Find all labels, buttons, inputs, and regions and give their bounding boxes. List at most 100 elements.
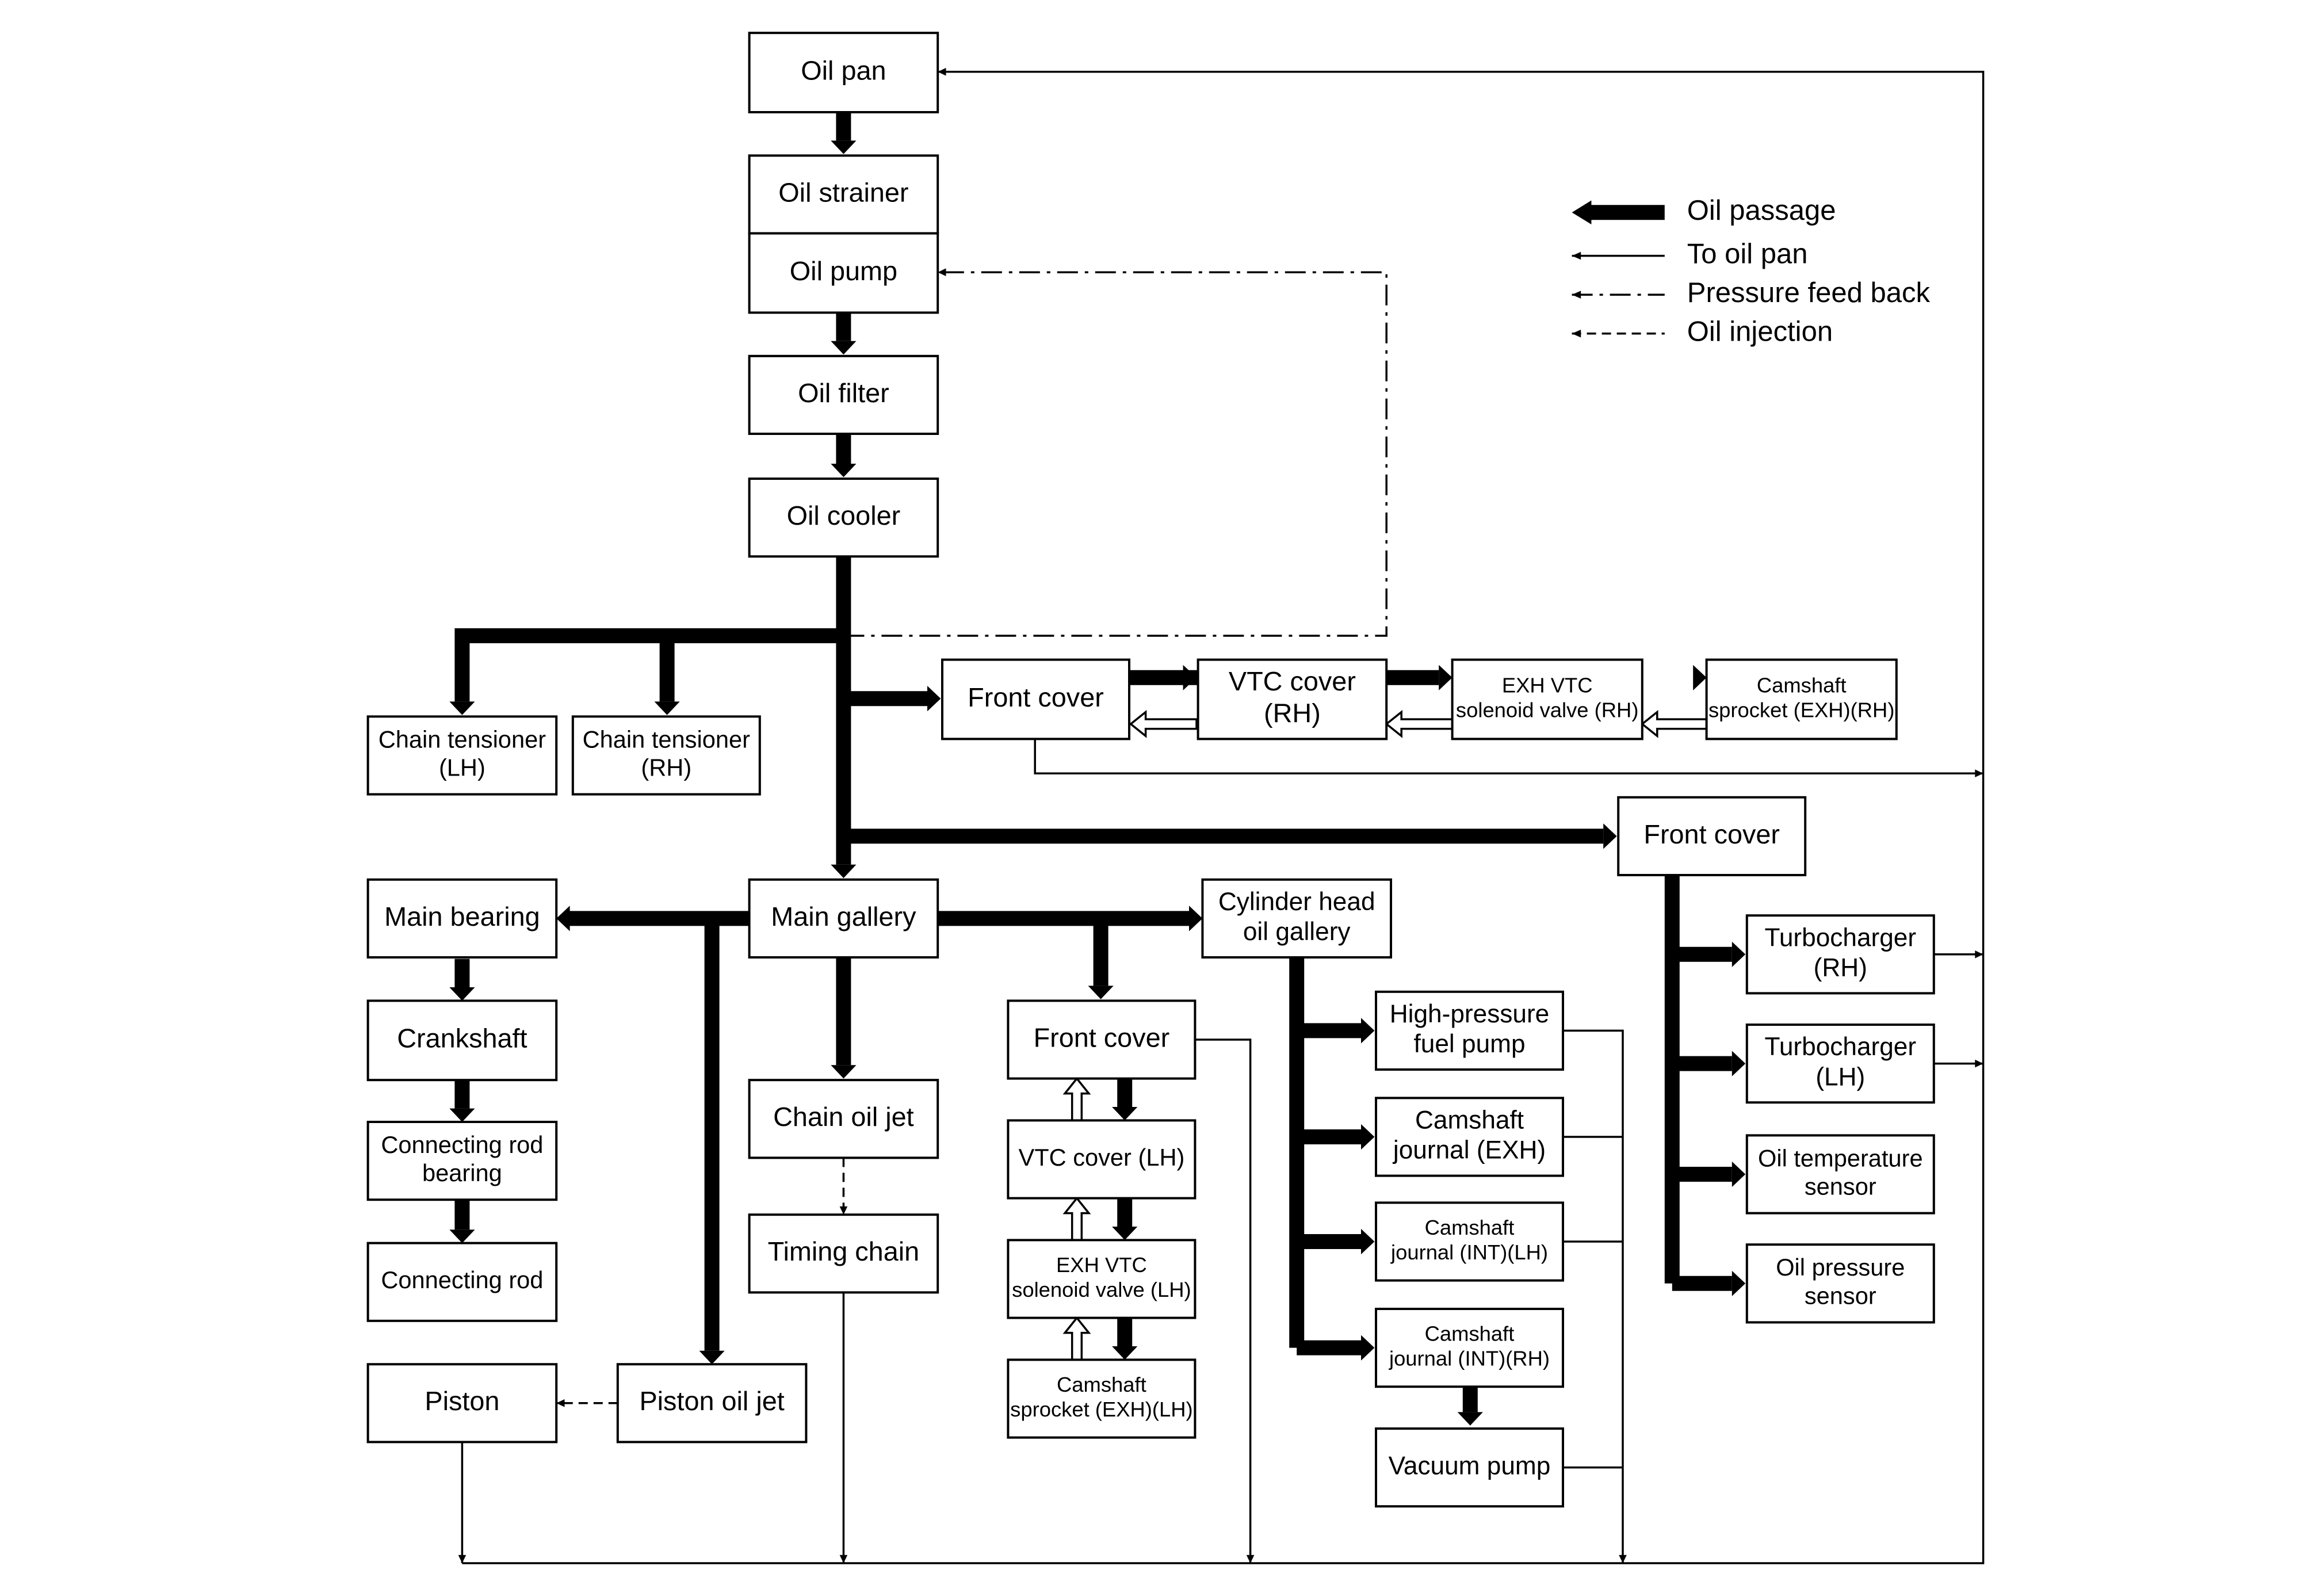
vtc-cover-lh-box-border: [1007, 1119, 1197, 1200]
return-flow-arrow: [1062, 1076, 1091, 1122]
box-label: Connecting rod: [381, 1131, 543, 1158]
box-label: (LH): [1815, 1063, 1865, 1091]
piston-oil-jet-box-border: [616, 1363, 808, 1444]
oil-temperature-sensor-box-border: [1745, 1134, 1935, 1215]
camshaft-sprocket-exh-lh-box-border: [1007, 1358, 1197, 1439]
piston-oil-jet-box: Piston oil jet: [616, 1363, 808, 1444]
turbocharger-lh-box-border: [1745, 1024, 1935, 1104]
oil-passage-arrowhead: [831, 341, 857, 355]
connecting-rod-bearing-box-border: [366, 1121, 558, 1201]
oil-passage-arrowhead: [927, 686, 941, 712]
box-label: journal (INT)(RH): [1389, 1347, 1550, 1370]
box-label: Camshaft: [1415, 1106, 1524, 1135]
oil-passage-arrowhead: [556, 906, 570, 931]
timing-chain-box: Timing chain: [748, 1213, 939, 1294]
piston-box-border: [366, 1363, 558, 1444]
box-label: (RH): [1264, 698, 1321, 728]
front-cover-lh-path-box: Front cover: [1007, 999, 1197, 1080]
oil-passage-arrowhead: [1457, 1412, 1483, 1426]
main-bearing-box: Main bearing: [366, 878, 558, 959]
oil-passage-arrowhead: [1112, 1346, 1138, 1360]
box-label: Camshaft: [1757, 674, 1847, 697]
oil-passage-arrowhead: [1112, 1227, 1138, 1240]
chain-oil-jet-box-border: [748, 1079, 939, 1159]
box-label: Front cover: [968, 682, 1104, 712]
legend-oil-passage-label: Oil passage: [1687, 195, 1836, 226]
crankshaft-box: Crankshaft: [366, 999, 558, 1082]
box-label: Turbocharger: [1764, 1033, 1916, 1061]
box-label: Oil cooler: [787, 501, 901, 530]
box-label: fuel pump: [1413, 1030, 1525, 1058]
oil-pump-box-border: [748, 232, 939, 314]
chain-tensioner-rh-box-border: [571, 715, 761, 796]
arrowhead: [839, 1206, 848, 1215]
oil-passage-arrowhead: [1731, 941, 1746, 967]
oil-passage-arrowhead: [831, 140, 857, 154]
connecting-rod-box-border: [366, 1242, 558, 1322]
chain-tensioner-lh-box: Chain tensioner(LH): [366, 715, 558, 796]
oil-passage-arrowhead: [831, 864, 857, 879]
box-label: Main gallery: [771, 902, 916, 931]
arrowhead: [1619, 1555, 1627, 1563]
box-label: Chain tensioner: [379, 726, 546, 753]
front-cover-rh-path-box: Front cover: [941, 658, 1130, 740]
turbocharger-rh-box: Turbocharger(RH): [1745, 914, 1935, 995]
box-label: Piston: [425, 1386, 499, 1416]
box-label: Chain oil jet: [773, 1102, 914, 1132]
chain-tensioner-lh-box-border: [366, 715, 558, 796]
cylinder-head-oil-gallery-box-border: [1201, 878, 1392, 959]
connecting-rod-box: Connecting rod: [366, 1242, 558, 1322]
pressure-feedback-line: [843, 271, 1387, 637]
arrowhead: [938, 268, 946, 276]
arrowhead: [458, 1555, 467, 1563]
vacuum-pump-box-border: [1375, 1427, 1564, 1508]
to-oil-pan-line: [1034, 739, 1983, 774]
exh-vtc-solenoid-rh-box-border: [1451, 658, 1643, 740]
return-flow-arrow: [1062, 1196, 1091, 1242]
oil-cooler-box-border: [748, 478, 939, 558]
oil-passage-arrowhead: [1183, 665, 1197, 690]
box-label: Front cover: [1034, 1022, 1170, 1052]
arrowhead: [938, 68, 946, 76]
oil-passage-arrowhead: [1731, 1270, 1746, 1296]
return-flow-arrow: [1640, 709, 1708, 738]
box-label: Oil strainer: [778, 177, 908, 207]
oil-strainer-box-border: [748, 154, 939, 235]
box-label: Chain tensioner: [583, 726, 750, 753]
box-label: VTC cover: [1229, 666, 1356, 696]
box-label: Camshaft: [1057, 1373, 1146, 1396]
vacuum-pump-box: Vacuum pump: [1375, 1427, 1564, 1508]
oil-passage-arrowhead: [449, 987, 475, 1001]
box-label: Main bearing: [384, 902, 540, 931]
oil-passage-arrowhead: [1361, 1018, 1375, 1044]
box-label: Camshaft: [1425, 1216, 1515, 1239]
box-label: oil gallery: [1243, 918, 1351, 946]
return-flow-arrow: [1129, 709, 1198, 738]
oil-cooler-box: Oil cooler: [748, 478, 939, 558]
oil-passage-arrowhead: [1361, 1124, 1375, 1150]
front-cover-lh-path-box-border: [1007, 999, 1197, 1080]
oil-passage-arrowhead: [449, 1108, 475, 1122]
box-label: Turbocharger: [1764, 923, 1916, 952]
box-label: sprocket (EXH)(RH): [1708, 698, 1895, 722]
to-oil-pan-line: [1563, 1029, 1624, 1563]
legend-to-oil-pan-arrowhead: [1572, 251, 1581, 260]
return-flow-arrow: [1062, 1316, 1091, 1361]
box-label: Oil pump: [790, 256, 897, 286]
oil-pan-box: Oil pan: [748, 32, 939, 114]
oil-passage-arrowhead: [1693, 665, 1707, 690]
box-label: Cylinder head: [1218, 888, 1375, 916]
box-label: VTC cover (LH): [1018, 1144, 1184, 1171]
high-pressure-fuel-pump-box-border: [1375, 990, 1564, 1071]
oil-passage-arrowhead: [1603, 823, 1617, 849]
